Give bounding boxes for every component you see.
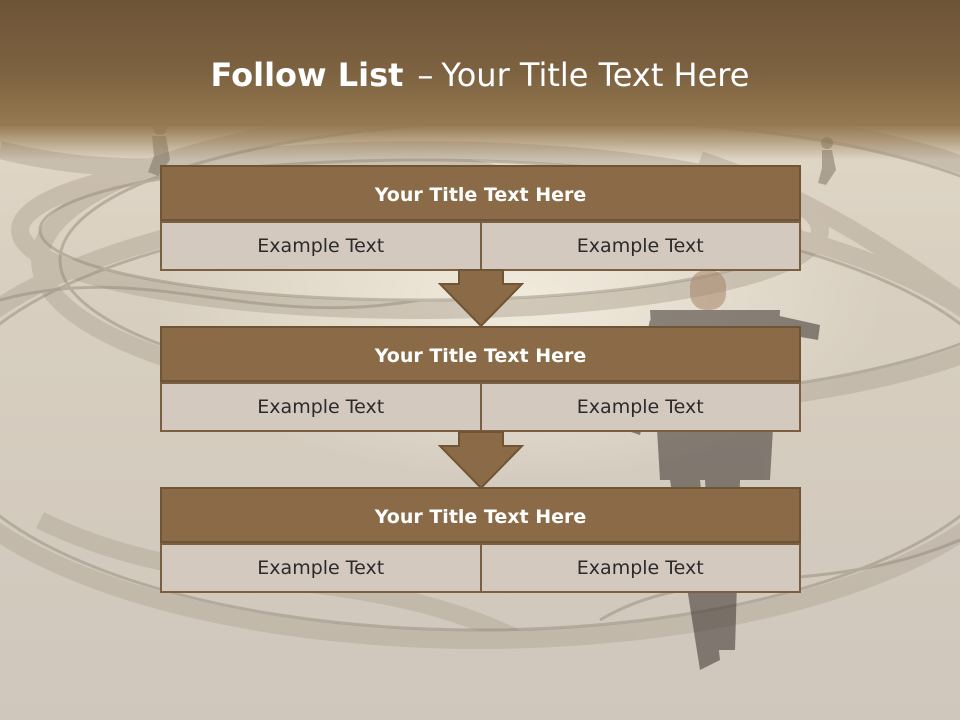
example-text-right: Example Text	[481, 221, 801, 271]
header-band	[0, 0, 960, 160]
block-title: Your Title Text Here	[160, 487, 801, 543]
block-row: Example Text Example Text	[160, 221, 801, 271]
block-row: Example Text Example Text	[160, 382, 801, 432]
title-bold-part: Follow List	[210, 56, 404, 94]
down-arrow-icon	[438, 269, 524, 328]
example-text-right: Example Text	[481, 382, 801, 432]
slide-title: Follow List–Your Title Text Here	[0, 56, 960, 94]
example-text-right: Example Text	[481, 543, 801, 593]
list-block-1: Your Title Text Here Example Text Exampl…	[160, 165, 801, 271]
block-title: Your Title Text Here	[160, 165, 801, 221]
title-rest-part: Your Title Text Here	[441, 56, 750, 94]
block-title: Your Title Text Here	[160, 326, 801, 382]
example-text-left: Example Text	[160, 543, 482, 593]
block-row: Example Text Example Text	[160, 543, 801, 593]
title-dash: –	[417, 56, 434, 94]
example-text-left: Example Text	[160, 382, 482, 432]
down-arrow-icon	[438, 431, 524, 490]
example-text-left: Example Text	[160, 221, 482, 271]
list-block-3: Your Title Text Here Example Text Exampl…	[160, 487, 801, 593]
list-block-2: Your Title Text Here Example Text Exampl…	[160, 326, 801, 432]
